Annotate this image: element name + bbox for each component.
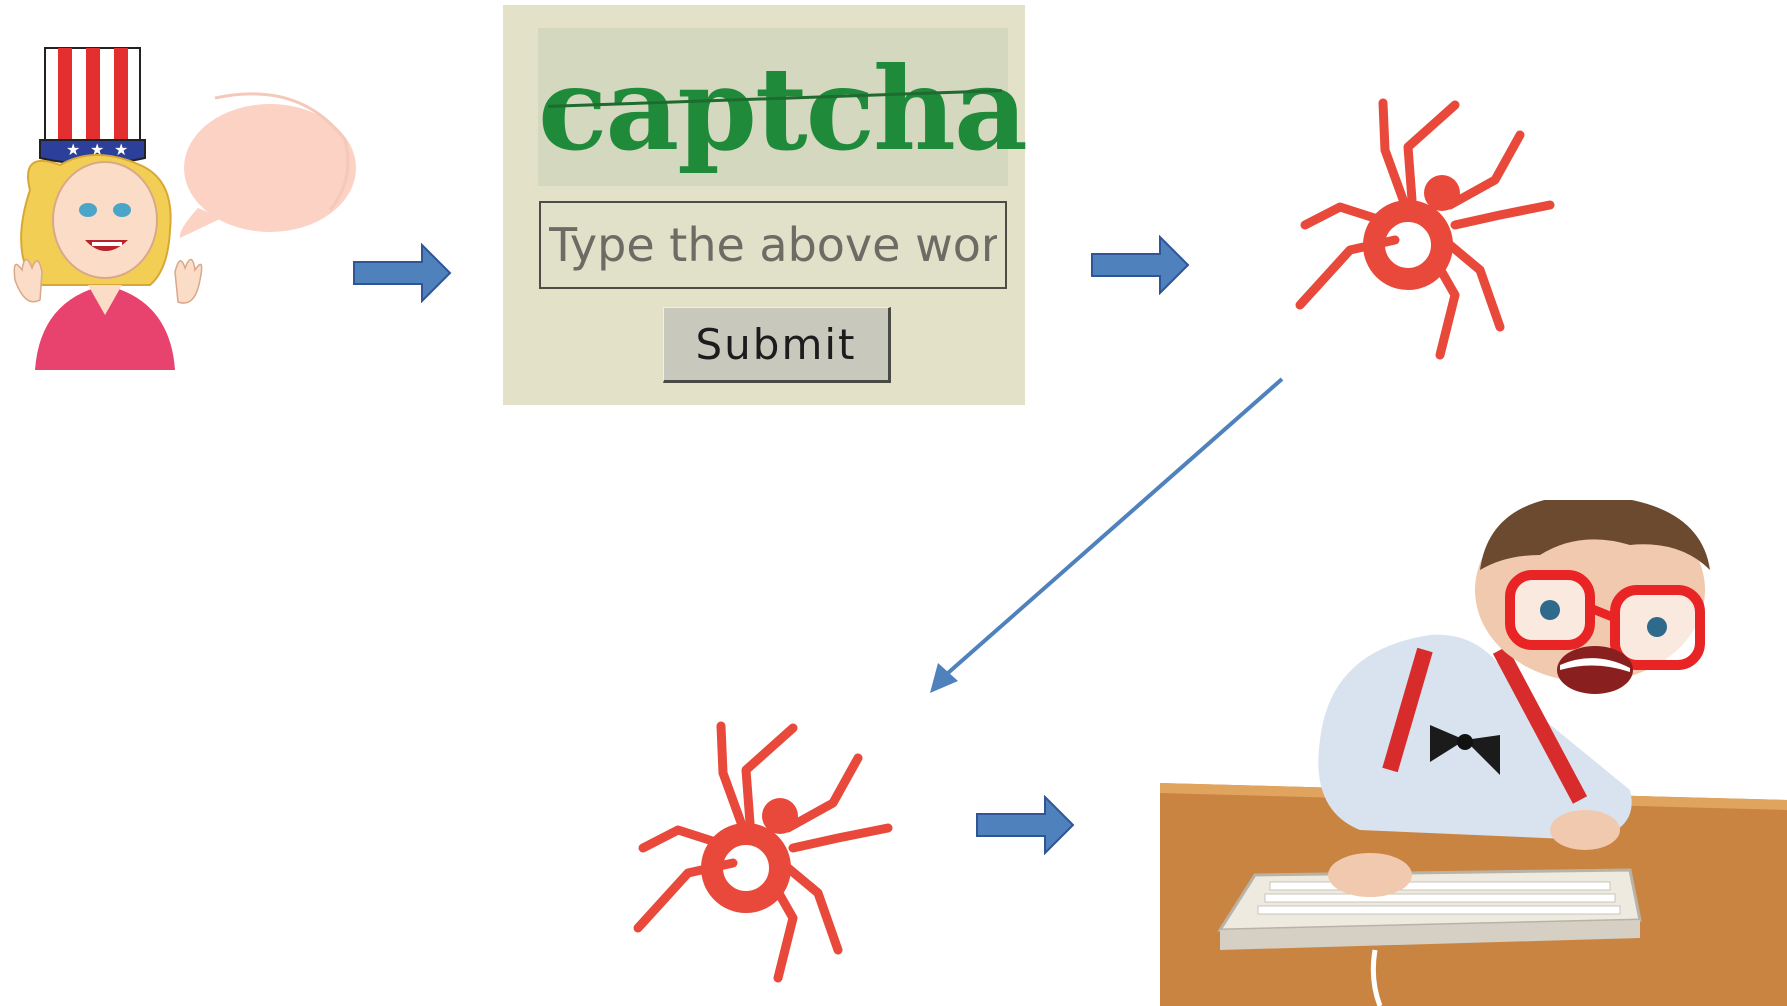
captcha-word: captcha <box>538 42 1028 176</box>
arrow-right-icon <box>353 243 452 303</box>
politician-cartoon: ★ ★ ★ <box>13 47 356 370</box>
svg-text:★: ★ <box>66 140 80 159</box>
captcha-input[interactable] <box>539 201 1007 289</box>
speech-bubble <box>179 92 356 238</box>
spider-icon <box>633 721 893 983</box>
spider-icon <box>1295 98 1555 360</box>
nerd-photo <box>1160 500 1787 1006</box>
arrow-right-icon <box>976 795 1075 855</box>
captcha-word-box <box>538 28 1008 186</box>
arrow-right-icon <box>1091 235 1190 295</box>
arrow-diagonal-icon <box>930 377 1284 693</box>
submit-button[interactable]: Submit <box>663 307 891 383</box>
svg-text:★: ★ <box>114 140 128 159</box>
